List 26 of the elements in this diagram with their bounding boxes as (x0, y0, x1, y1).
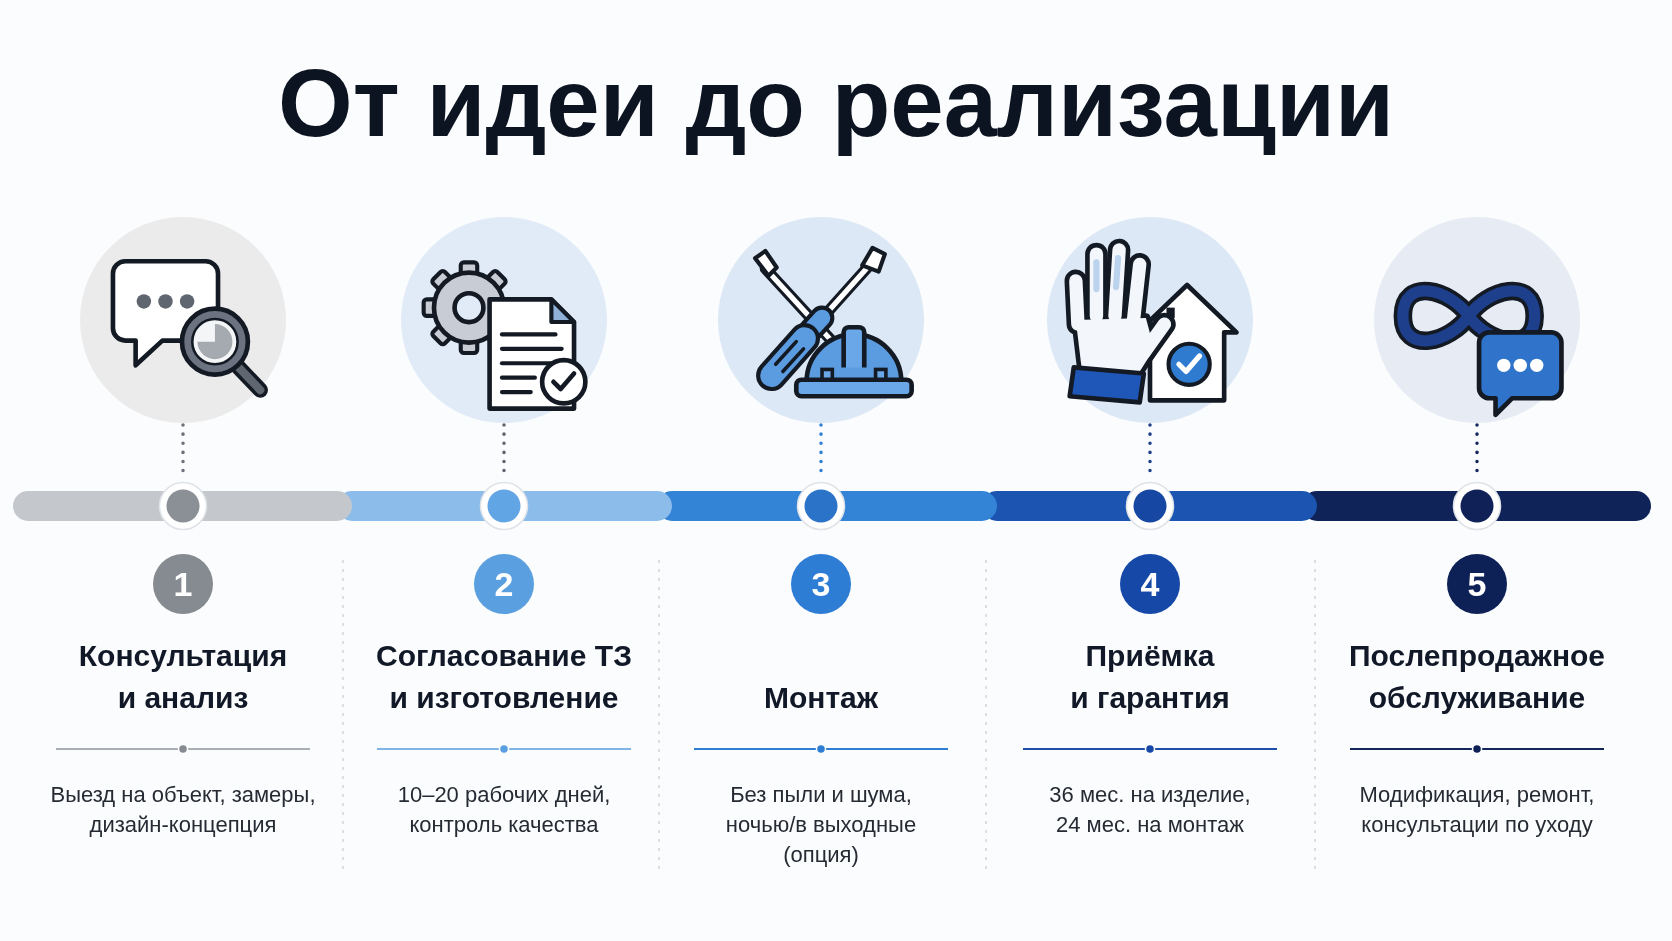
speech-bubble-magnifier-icon (80, 217, 286, 423)
step-number: 5 (1447, 554, 1507, 614)
step-description: Выезд на объект, замеры, дизайн-концепция (49, 781, 317, 839)
step-title: Приёмка и гарантия (1069, 638, 1231, 716)
step-description: 36 мес. на изделие, 24 мес. на монтаж (1048, 781, 1252, 839)
step-description: 10–20 рабочих дней, контроль качества (396, 781, 612, 839)
screwdriver-hard-hat-icon (718, 217, 924, 423)
gear-document-check-icon (401, 217, 607, 423)
step-title: Монтаж (762, 680, 880, 716)
timeline-dot (1125, 481, 1175, 531)
page-title: От идеи до реализации (278, 48, 1394, 158)
step-number: 1 (153, 554, 213, 614)
step-title: Послепродажное обслуживание (1348, 638, 1606, 716)
step-description: Без пыли и шума, ночью/в выходные (опция) (724, 781, 918, 869)
timeline-dot (479, 481, 529, 531)
step-number: 3 (791, 554, 851, 614)
infinity-chat-bubble-icon (1374, 217, 1580, 423)
step-description: Модификация, ремонт, консультации по уходу (1358, 781, 1596, 839)
step-title: Согласование ТЗ и изготовление (375, 638, 633, 716)
glove-house-check-icon (1047, 217, 1253, 423)
step-number: 4 (1120, 554, 1180, 614)
step-title: Консультация и анализ (77, 638, 289, 716)
step-number: 2 (474, 554, 534, 614)
timeline-dot (1452, 481, 1502, 531)
timeline-dot (158, 481, 208, 531)
timeline-dot (796, 481, 846, 531)
